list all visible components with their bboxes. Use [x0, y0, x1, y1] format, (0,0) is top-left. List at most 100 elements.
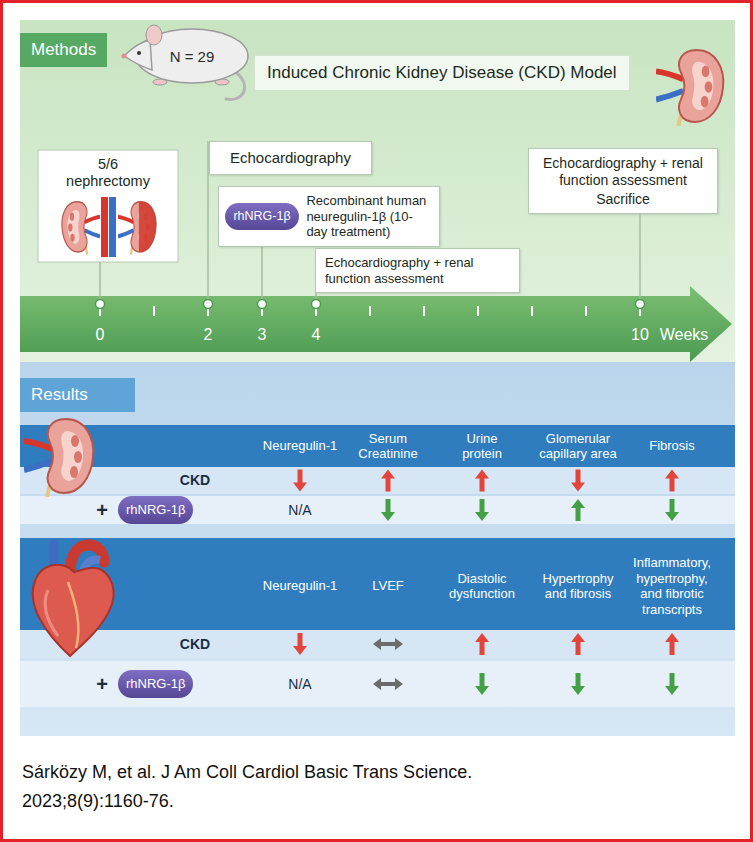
table-band	[20, 496, 735, 524]
timeline-dot	[96, 300, 105, 309]
label-text: 4	[301, 325, 331, 344]
label-text: 10	[625, 325, 655, 344]
column-header: LVEF	[348, 578, 428, 594]
timeline-dot	[312, 300, 321, 309]
plus-sign: +	[92, 498, 112, 522]
table-band	[20, 425, 735, 467]
trend-arrow	[293, 470, 307, 492]
nephrectomy-illustration	[38, 150, 178, 262]
leader-line	[639, 214, 641, 300]
timeline-arrow	[20, 286, 732, 362]
heart-illustration	[33, 565, 114, 656]
leader-line	[99, 262, 101, 300]
table-band	[20, 467, 735, 494]
week-number: 3	[247, 325, 277, 344]
kidney-icon	[656, 50, 723, 126]
heart-illustration	[33, 544, 114, 656]
label-text: Glomerular capillary area	[534, 431, 622, 462]
drug-pill: rhNRG-1β	[118, 496, 193, 524]
timeline-tick	[585, 306, 587, 316]
rat-illustration	[122, 25, 249, 99]
nephrectomy-illustration	[62, 202, 100, 255]
plus-sign: +	[92, 672, 112, 696]
trend-arrow	[381, 499, 395, 521]
trend-arrow	[665, 499, 679, 521]
trend-arrow	[475, 499, 489, 521]
timeline-tick	[100, 306, 640, 316]
table-band	[20, 425, 735, 707]
rat-illustration	[146, 25, 162, 45]
drug-pill: rhNRG-1β	[118, 670, 193, 698]
axis-unit: Weeks	[654, 325, 714, 344]
label-text: Weeks	[654, 325, 714, 344]
timepoint-box: Echocardiography	[209, 141, 372, 175]
rat-illustration	[122, 54, 127, 59]
label-text: Inflammatory, hypertrophy, and fibrotic …	[628, 555, 716, 617]
node-text: Induced Chronic Kidney Disease (CKD) Mod…	[267, 63, 617, 83]
week-number: 2	[193, 325, 223, 344]
unchanged-arrow	[373, 638, 403, 650]
rat-illustration	[124, 40, 152, 70]
timeline-dot	[96, 300, 645, 309]
heart-illustration	[45, 590, 58, 636]
node-text: Echocardiography + renal function assess…	[538, 155, 708, 189]
section-tab: Results	[20, 378, 135, 412]
label-text: Neuregulin-1	[254, 578, 346, 594]
drug-pill: rhNRG-1β	[225, 203, 298, 230]
label-text: Serum Creatinine	[348, 431, 428, 462]
node-text: Recombinant human neuregulin-1β (10-day …	[306, 193, 430, 240]
treatment-box: Recombinant human neuregulin-1β (10-day …	[218, 186, 440, 247]
table-band	[20, 630, 735, 658]
results-panel	[20, 362, 735, 736]
label-text: 0	[85, 325, 115, 344]
week-number: 4	[301, 325, 331, 344]
trend-arrow	[475, 673, 489, 695]
nephrectomy-illustration	[139, 202, 156, 252]
sample-size: N = 29	[152, 48, 232, 66]
column-header: Inflammatory, hypertrophy, and fibrotic …	[628, 555, 716, 617]
procedure-box: 5/6 nephrectomy	[38, 150, 178, 262]
table-band	[20, 661, 735, 707]
row-header: CKD	[170, 472, 220, 489]
timeline-dot	[636, 300, 645, 309]
week-number: 10	[625, 325, 655, 344]
table-band	[20, 538, 735, 630]
label-text: 2	[193, 325, 223, 344]
week-number: 0	[85, 325, 115, 344]
timeline-tick	[423, 306, 425, 316]
trend-arrow	[475, 633, 489, 655]
timeline-tick	[531, 306, 533, 316]
label-text: LVEF	[348, 578, 428, 594]
label-text: Hypertrophy and fibrosis	[538, 571, 618, 602]
nephrectomy-illustration	[118, 202, 156, 255]
column-header: Hypertrophy and fibrosis	[538, 571, 618, 602]
trend-arrow	[571, 499, 585, 521]
timeline-tick	[369, 306, 371, 316]
model-box: Induced Chronic Kidney Disease (CKD) Mod…	[254, 55, 630, 91]
table-cell: N/A	[275, 502, 325, 519]
node-text: Sacrifice	[538, 191, 708, 208]
trend-arrow	[293, 633, 307, 655]
nephrectomy-illustration	[118, 202, 156, 255]
row-header: CKD	[170, 636, 220, 653]
label-text: Fibrosis	[632, 438, 712, 454]
rat-illustration	[137, 51, 141, 55]
section-tab: Methods	[20, 33, 107, 67]
trend-arrow	[665, 633, 679, 655]
unchanged-arrow	[373, 678, 403, 690]
nephrectomy-illustration	[38, 150, 178, 262]
nephrectomy-illustration	[109, 197, 116, 257]
nephrectomy-illustration	[101, 197, 108, 257]
timepoint-box: Echocardiography + renal function assess…	[528, 148, 718, 214]
column-header: Neuregulin-1	[254, 578, 346, 594]
trend-arrow	[571, 673, 585, 695]
timeline-dot	[204, 300, 213, 309]
node-text: Results	[31, 385, 124, 405]
column-header: Diastolic dysfunction	[442, 571, 522, 602]
timeline-tick	[477, 306, 479, 316]
